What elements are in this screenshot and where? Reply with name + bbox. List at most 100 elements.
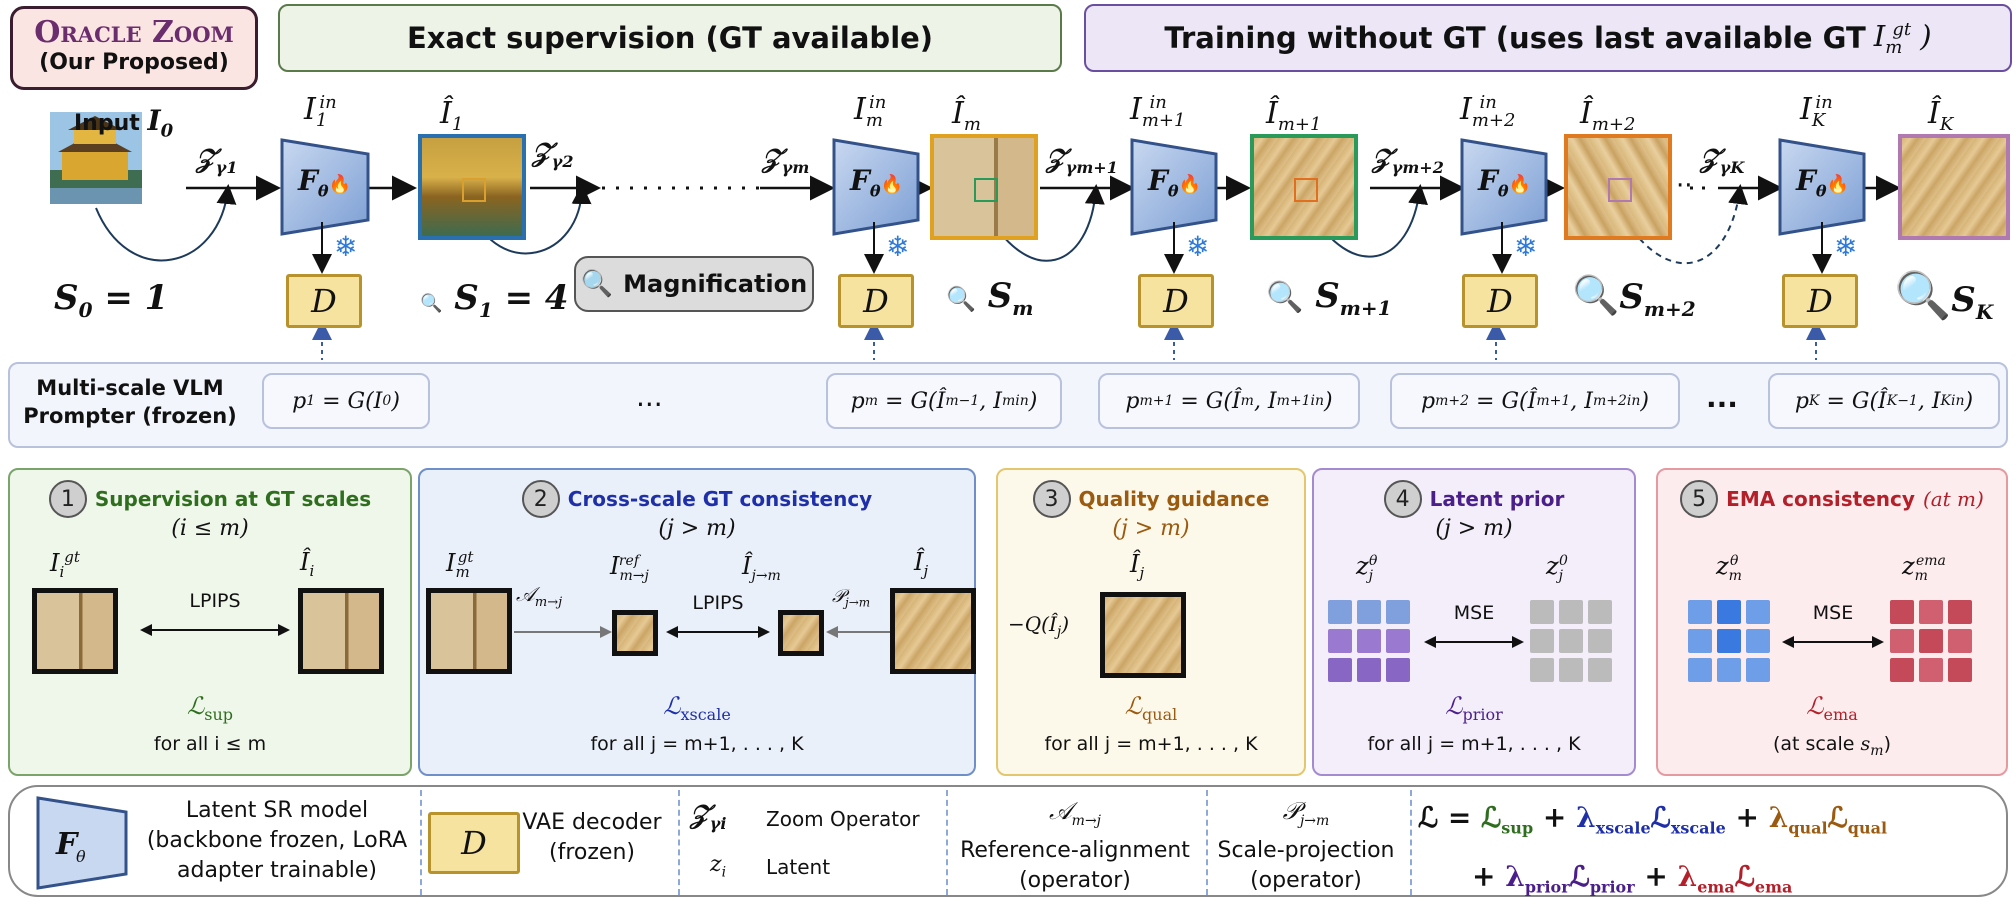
op-label: LPIPS <box>692 592 744 614</box>
pred-image <box>298 588 384 674</box>
model-label-k: Fθ🔥 <box>1796 164 1849 201</box>
forall: (at scale sm) <box>1772 733 1891 759</box>
model-block-m2 <box>1460 138 1548 236</box>
proj-label: Îj→m <box>742 552 781 584</box>
quality-label: −Q(Îj) <box>1008 612 1070 640</box>
decoder-1: D <box>286 274 362 328</box>
prompter-ellipsis-2: ··· <box>1706 388 1738 421</box>
panel-condition: (j > m) <box>1435 516 1513 541</box>
legend-divider <box>1410 790 1412 895</box>
magnifier-icon: 🔍 <box>580 269 614 299</box>
legend-decoder-text: VAE decoder (frozen) <box>522 810 662 865</box>
panel-cross-scale: 2 Cross-scale GT consistency (j > m) Img… <box>418 468 976 776</box>
model-block-m <box>832 138 920 236</box>
decoder-m: D <box>838 274 914 328</box>
model-label-m2: Fθ🔥 <box>1478 164 1531 201</box>
panel-title: Supervision at GT scales <box>94 487 372 511</box>
align-arrow <box>514 626 612 638</box>
legend-zoom-symbol: 𝒵γi <box>690 800 727 834</box>
legend <box>8 785 2008 897</box>
panel-title: Quality guidance <box>1078 487 1270 511</box>
loss-qual: ℒqual <box>1124 692 1178 724</box>
label-IK-in: IKin <box>1800 92 1833 131</box>
legend-model-icon: F θ <box>36 796 128 890</box>
fire-icon: 🔥 <box>1178 174 1201 195</box>
fire-icon: 🔥 <box>880 174 903 195</box>
label-Im1-in: Im+1in <box>1130 92 1186 131</box>
latent-theta-label: zjθ <box>1356 552 1378 584</box>
banner-training-without-gt: Training without GT (uses last available… <box>1084 4 2012 72</box>
panel-latent-prior: 4 Latent prior (j > m) zjθ zj0 MSE ℒprio… <box>1312 468 1636 776</box>
zoom-op-m1: 𝒵γm+1 <box>1046 144 1118 178</box>
pipeline-diagram: ·· <box>50 112 1901 360</box>
forall: for all i ≤ m <box>153 733 267 755</box>
magnification-pill: 🔍 Magnification <box>574 256 814 312</box>
title-name: Oracle Zoom <box>34 15 234 50</box>
output-image-m2 <box>1564 134 1672 240</box>
latent-zero-label: zj0 <box>1546 552 1568 584</box>
panel-ema: 5 EMA consistency (at m) zmθ zmema MSE ℒ… <box>1656 468 2008 776</box>
latent-grid-prior <box>1530 600 1612 682</box>
double-arrow <box>666 626 770 638</box>
zoom-op-k: 𝒵γK <box>1700 144 1745 178</box>
model-label-m: Fθ🔥 <box>850 164 903 201</box>
latent-grid-ema <box>1890 600 1972 682</box>
output-image-1 <box>418 134 526 240</box>
input-image <box>50 112 142 204</box>
loss-ema: ℒema <box>1806 692 1858 724</box>
panel-title: Latent prior <box>1429 487 1565 511</box>
magnifier-icon: 🔍 <box>420 293 443 314</box>
svg-text:F: F <box>55 827 80 862</box>
zoom-op-1: 𝒵γ1 <box>196 144 238 178</box>
pred-image-label: Îi <box>300 548 315 580</box>
decoder-m2: D <box>1462 274 1538 328</box>
model-label-m1: Fθ🔥 <box>1148 164 1201 201</box>
ema-theta-label: zmθ <box>1716 552 1742 584</box>
label-Im1-hat: Îm+1 <box>1266 96 1322 135</box>
pred-j-image <box>1100 592 1186 678</box>
input-label: Input I0 <box>74 104 174 142</box>
loss-xscale: ℒxscale <box>663 692 731 724</box>
decoder-m1: D <box>1138 274 1214 328</box>
legend-divider <box>678 790 680 895</box>
magnifier-icon: 🔍 <box>1894 268 1952 322</box>
forall: for all j = m+1, . . . , K <box>1367 733 1581 755</box>
scale-sm: 🔍 Sm <box>946 276 1034 320</box>
label-I1-in: I1in <box>304 92 337 131</box>
loss-sup: ℒsup <box>186 692 234 724</box>
ema-label: zmema <box>1902 552 1946 584</box>
panel-condition: (j > m) <box>658 516 736 541</box>
legend-zoom-text: Zoom Operator <box>766 807 920 831</box>
fire-icon: 🔥 <box>328 174 351 195</box>
scale-sm2: 🔍Sm+2 <box>1572 272 1696 321</box>
forall: for all j = m+1, . . . , K <box>1044 733 1258 755</box>
label-IK-hat: ÎK <box>1928 96 1954 135</box>
label-Im2-in: Im+2in <box>1460 92 1516 131</box>
zoom-op-m2: 𝒵γm+2 <box>1372 144 1444 178</box>
op-label: MSE <box>1812 602 1854 624</box>
legend-divider <box>946 790 948 895</box>
legend-equation: ℒ = ℒsup + λxscaleℒxscale + λqualℒqual +… <box>1418 801 1888 897</box>
panel-title-suffix: (at m) <box>1922 487 1984 511</box>
double-arrow <box>1424 636 1524 648</box>
align-op: 𝒜m→j <box>516 582 563 610</box>
scale-s1: 🔍 S1 = 4 <box>420 278 569 322</box>
snowflake-icon: ❄ <box>886 230 910 263</box>
svg-text:θ: θ <box>76 847 86 866</box>
output-image-m1 <box>1250 134 1358 240</box>
magnifier-icon: 🔍 <box>946 284 976 313</box>
title-subtitle: (Our Proposed) <box>39 50 229 75</box>
label-Im-hat: Îm <box>952 96 981 135</box>
latent-grid-theta <box>1328 600 1410 682</box>
panel-condition: (i ≤ m) <box>171 516 249 541</box>
legend-divider <box>1206 790 1208 895</box>
ref-image <box>612 610 658 656</box>
zoom-op-m: 𝒵γm <box>762 144 810 178</box>
panel-condition: (j > m) <box>1112 516 1190 541</box>
legend-latent-symbol: zi <box>710 852 727 881</box>
latent-grid-ema-theta <box>1688 600 1770 682</box>
zoom-op-2: 𝒵γ2 <box>532 138 574 172</box>
